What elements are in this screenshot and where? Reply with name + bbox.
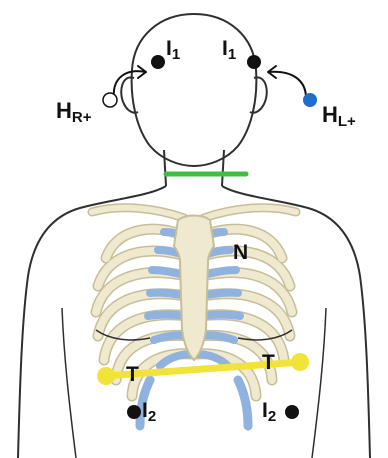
t-left-electrode-icon <box>291 353 309 371</box>
hr-label: HR+ <box>56 100 91 122</box>
armpit-line-right <box>62 308 76 458</box>
i2-right-label: I2 <box>142 400 156 421</box>
i1-right-label: I1 <box>166 38 180 59</box>
n-label: N <box>233 242 248 263</box>
head-outline <box>132 14 257 166</box>
t-right-label: T <box>126 364 139 385</box>
hr-electrode-icon <box>103 93 117 107</box>
hl-electrode-icon <box>303 93 317 107</box>
i1-right-electrode-icon <box>151 55 165 69</box>
ribcage-right <box>96 229 192 426</box>
i2-right-electrode-icon <box>127 405 141 419</box>
hl-label: HL+ <box>322 104 356 126</box>
i2-left-label: I2 <box>262 400 276 421</box>
i1-left-label: I1 <box>222 38 236 59</box>
i2-left-electrode-icon <box>285 405 299 419</box>
t-right-electrode-icon <box>97 367 115 385</box>
i1-left-electrode-icon <box>247 55 261 69</box>
t-left-label: T <box>262 352 275 373</box>
armpit-line-left <box>312 308 326 458</box>
